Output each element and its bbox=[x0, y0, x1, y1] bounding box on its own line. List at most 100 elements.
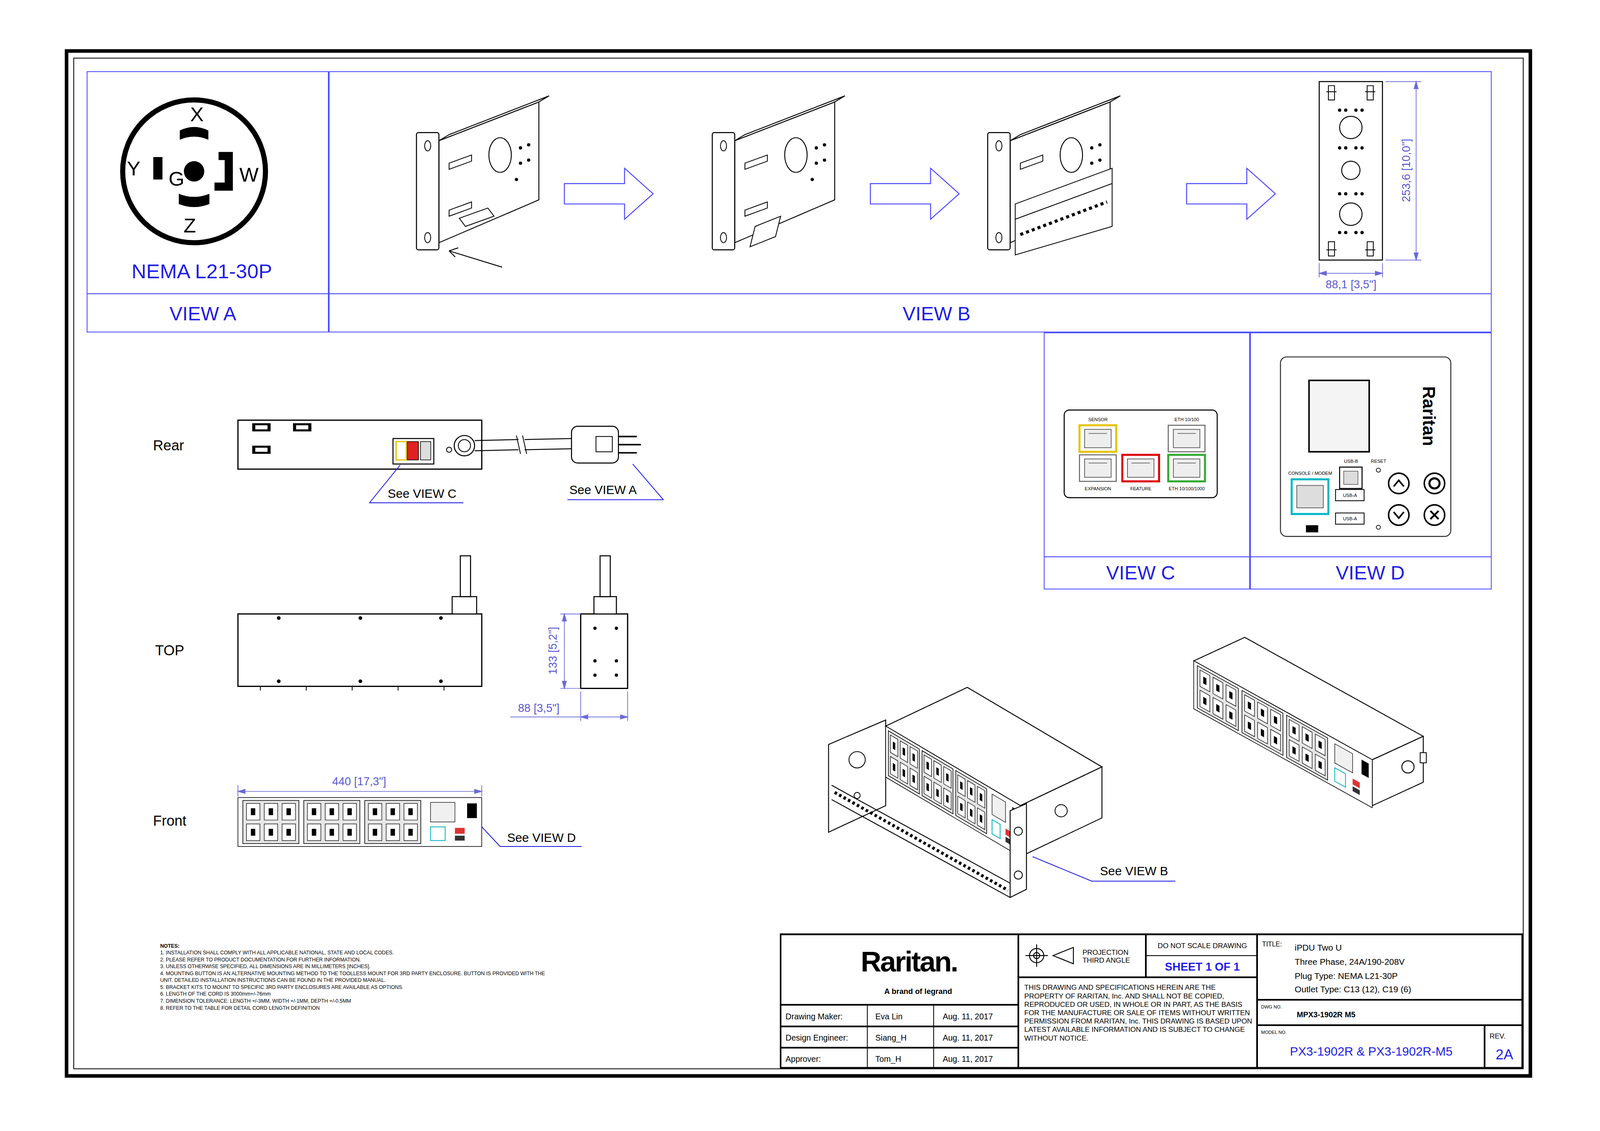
front-control-panel bbox=[1388, 505, 1410, 526]
callout-text: See VIEW B bbox=[1100, 864, 1168, 879]
rear-port-panel bbox=[1079, 425, 1117, 453]
top-view bbox=[358, 616, 363, 620]
projection-symbol bbox=[1052, 947, 1074, 964]
isometric-unit-view bbox=[1193, 660, 1373, 808]
bracket-front-view bbox=[1360, 230, 1364, 235]
callout-text: See VIEW D bbox=[507, 830, 576, 845]
signature-row: Design Engineer:Siang_HAug. 11, 2017 bbox=[780, 1026, 1019, 1048]
note-text: 3. UNLESS OTHERWISE SPECIFIED, ALL DIMEN… bbox=[160, 963, 558, 971]
bracket-front-view bbox=[1337, 146, 1342, 150]
rear-port-panel bbox=[1084, 429, 1112, 448]
projection-text: PROJECTION THIRD ANGLE bbox=[1082, 948, 1142, 965]
front-control-panel bbox=[1343, 471, 1358, 485]
dimension-line bbox=[237, 789, 482, 794]
top-view bbox=[452, 596, 477, 615]
pin-letter: Y bbox=[126, 156, 141, 180]
front-control-panel bbox=[1376, 525, 1381, 530]
bracket-front-view bbox=[1319, 81, 1383, 260]
port-label: SENSOR bbox=[1088, 416, 1108, 423]
side-view bbox=[593, 626, 597, 630]
bracket-sequence bbox=[1020, 202, 1108, 235]
model-number-cell: MODEL NO.PX3-1902R & PX3-1902R-M5 bbox=[1257, 1025, 1485, 1069]
side-view bbox=[600, 555, 610, 597]
person-name: Eva Lin bbox=[875, 1012, 903, 1022]
plug-face bbox=[178, 193, 210, 208]
front-control-panel bbox=[1296, 485, 1324, 508]
note-text: 8. REFER TO THE TABLE FOR DETAIL CORD LE… bbox=[160, 1005, 558, 1013]
note-text: 6. LENGTH OF THE CORD IS 3000mm+/-76mm bbox=[160, 990, 558, 998]
bracket-sequence bbox=[870, 168, 960, 220]
side-view bbox=[593, 659, 597, 663]
dimension-line bbox=[1319, 263, 1383, 278]
sheet-frame bbox=[66, 50, 1531, 1076]
dimension-line bbox=[560, 614, 581, 689]
side-view bbox=[614, 659, 618, 663]
port-label: ETH 10/100 bbox=[1174, 416, 1200, 423]
pin-letter: W bbox=[239, 162, 259, 187]
plug-face bbox=[122, 100, 266, 243]
port-label: RESET bbox=[1370, 458, 1387, 465]
front-control-panel bbox=[1335, 512, 1365, 525]
side-view bbox=[593, 596, 617, 615]
date-text: Aug. 11, 2017 bbox=[942, 1033, 993, 1043]
view-grid bbox=[87, 293, 1492, 295]
bracket-front-view bbox=[1339, 116, 1363, 139]
isometric-unit-view bbox=[1193, 637, 1427, 808]
rear-port-panel bbox=[1084, 429, 1200, 478]
top-view bbox=[358, 679, 363, 684]
isometric-rack-view bbox=[849, 751, 866, 768]
bracket-front-view bbox=[1341, 161, 1360, 180]
port-label: USB-B bbox=[1344, 458, 1359, 465]
sheet-frame bbox=[73, 58, 1524, 1070]
view-label: VIEW D bbox=[1335, 562, 1405, 585]
title-block-frame bbox=[1145, 955, 1258, 957]
bracket-front-view bbox=[1344, 108, 1348, 112]
bracket-sequence bbox=[1015, 183, 1113, 255]
isometric-rack-view bbox=[1055, 805, 1068, 818]
note-text: 2. PLEASE REFER TO PRODUCT DOCUMENTATION… bbox=[160, 956, 558, 964]
bracket-front-view bbox=[1319, 81, 1383, 260]
side-view bbox=[580, 614, 628, 689]
isometric-rack-view bbox=[1014, 871, 1023, 880]
field-name: Design Engineer: bbox=[785, 1033, 848, 1043]
rear-view bbox=[446, 447, 452, 453]
title-block-frame bbox=[867, 1004, 934, 1068]
rear-view bbox=[618, 436, 641, 453]
sheet-frame bbox=[66, 50, 1531, 1076]
dimension-line bbox=[1319, 271, 1383, 276]
pin-letter: Z bbox=[183, 213, 197, 238]
front-control-panel bbox=[1376, 468, 1381, 473]
isometric-unit-view bbox=[1372, 736, 1423, 806]
field-name: MODEL NO. bbox=[1260, 1030, 1287, 1036]
rear-port-panel bbox=[1064, 410, 1218, 498]
rear-view bbox=[396, 441, 407, 460]
top-view bbox=[237, 555, 482, 691]
top-view bbox=[460, 555, 471, 597]
rear-view bbox=[237, 420, 641, 470]
side-view bbox=[593, 673, 597, 678]
rear-port-panel bbox=[1079, 455, 1117, 482]
revision-code: 2A bbox=[1495, 1046, 1514, 1063]
port-label: EXPANSION bbox=[1084, 486, 1111, 492]
isometric-rack-view bbox=[828, 687, 1103, 898]
bracket-front-view bbox=[1344, 146, 1348, 150]
dimension-text: 88,1 [3,5"] bbox=[1325, 278, 1377, 292]
bracket-front-view bbox=[1360, 192, 1364, 196]
dimension-text: 440 [17,3"] bbox=[332, 775, 386, 788]
view-panel: NEMA L21-30PVIEW A bbox=[86, 71, 329, 333]
front-control-panel bbox=[1430, 511, 1439, 520]
field-name: DWG NO. bbox=[1260, 1004, 1282, 1010]
front-view bbox=[237, 797, 482, 847]
bracket-front-view bbox=[1337, 230, 1342, 235]
rear-view bbox=[407, 441, 419, 460]
rear-port-panel bbox=[1088, 433, 1196, 463]
bracket-front-view bbox=[1326, 241, 1376, 256]
bracket-sequence bbox=[459, 207, 494, 227]
bracket-front-view bbox=[1344, 230, 1348, 235]
pin-letter: X bbox=[190, 102, 204, 126]
isometric-rack-view bbox=[1010, 803, 1027, 898]
top-view bbox=[237, 614, 482, 687]
top-view bbox=[277, 679, 281, 684]
bracket-front-view bbox=[1354, 146, 1358, 150]
